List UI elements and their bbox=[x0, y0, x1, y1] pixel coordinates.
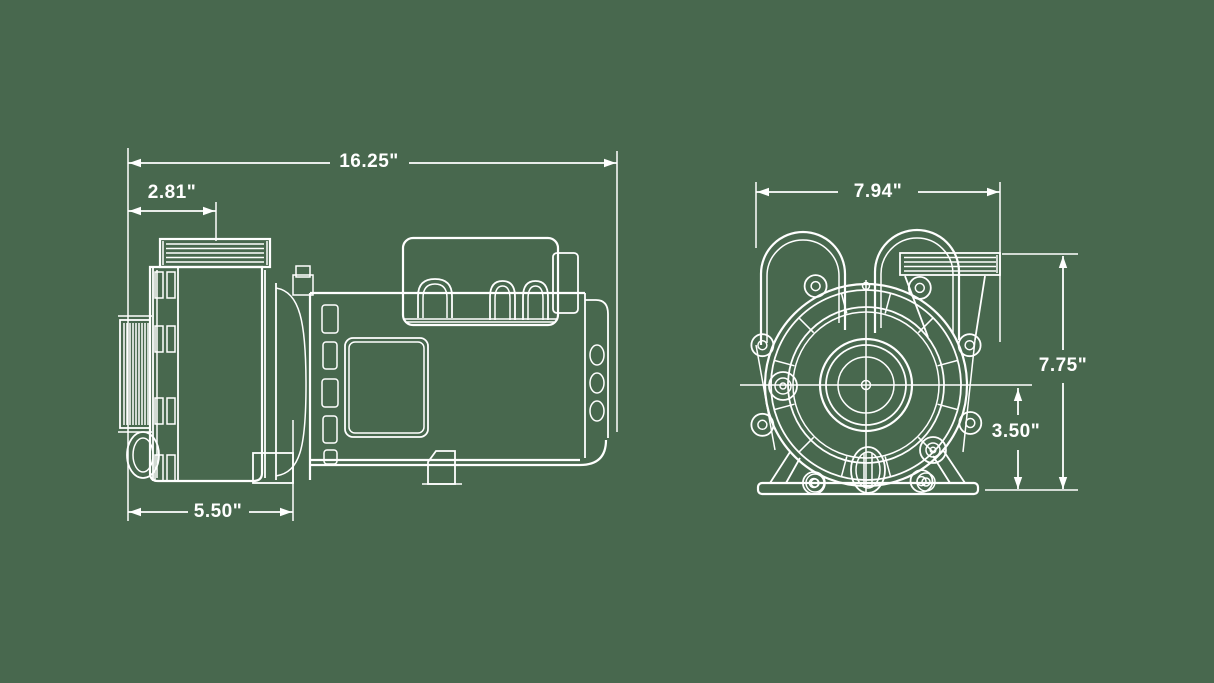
dim-overall-width bbox=[756, 187, 1000, 197]
dimension-label-suction-to-motor-face: 5.50" bbox=[193, 501, 243, 522]
dimension-label-discharge-offset: 2.81" bbox=[147, 182, 197, 203]
dim-center-height bbox=[1013, 388, 1023, 489]
motor-foot bbox=[427, 450, 456, 485]
front-view-drawing bbox=[740, 228, 1032, 496]
motor-label-plate bbox=[344, 337, 429, 438]
pump-face bbox=[763, 282, 969, 488]
clamp-tabs bbox=[154, 271, 176, 482]
side-view-drawing bbox=[118, 236, 609, 485]
dimension-label-overall-length: 16.25" bbox=[339, 151, 399, 172]
terminal-window bbox=[417, 278, 453, 318]
bleeder-valve bbox=[292, 274, 314, 296]
conduit-cover bbox=[552, 252, 579, 314]
dim-discharge-offset bbox=[128, 206, 216, 216]
suction-eye bbox=[818, 337, 914, 433]
vent-slots bbox=[321, 304, 339, 465]
dim-overall-height bbox=[1058, 256, 1068, 489]
terminal-box bbox=[401, 236, 560, 327]
dim-suction-to-motor-face bbox=[128, 507, 293, 517]
drain-plug bbox=[850, 446, 886, 494]
mounting-base bbox=[756, 449, 980, 496]
dim-overall-length bbox=[128, 158, 617, 168]
dimension-lines bbox=[127, 148, 1078, 521]
volute-body bbox=[148, 265, 264, 483]
suction-inlet bbox=[119, 319, 151, 429]
union-flange bbox=[152, 267, 179, 481]
drain-fitting bbox=[126, 431, 160, 479]
dimension-label-overall-width: 7.94" bbox=[853, 181, 903, 202]
dimension-label-overall-height: 7.75" bbox=[1038, 355, 1088, 376]
dimension-label-center-height: 3.50" bbox=[991, 421, 1041, 442]
bolt-lugs bbox=[750, 274, 983, 495]
